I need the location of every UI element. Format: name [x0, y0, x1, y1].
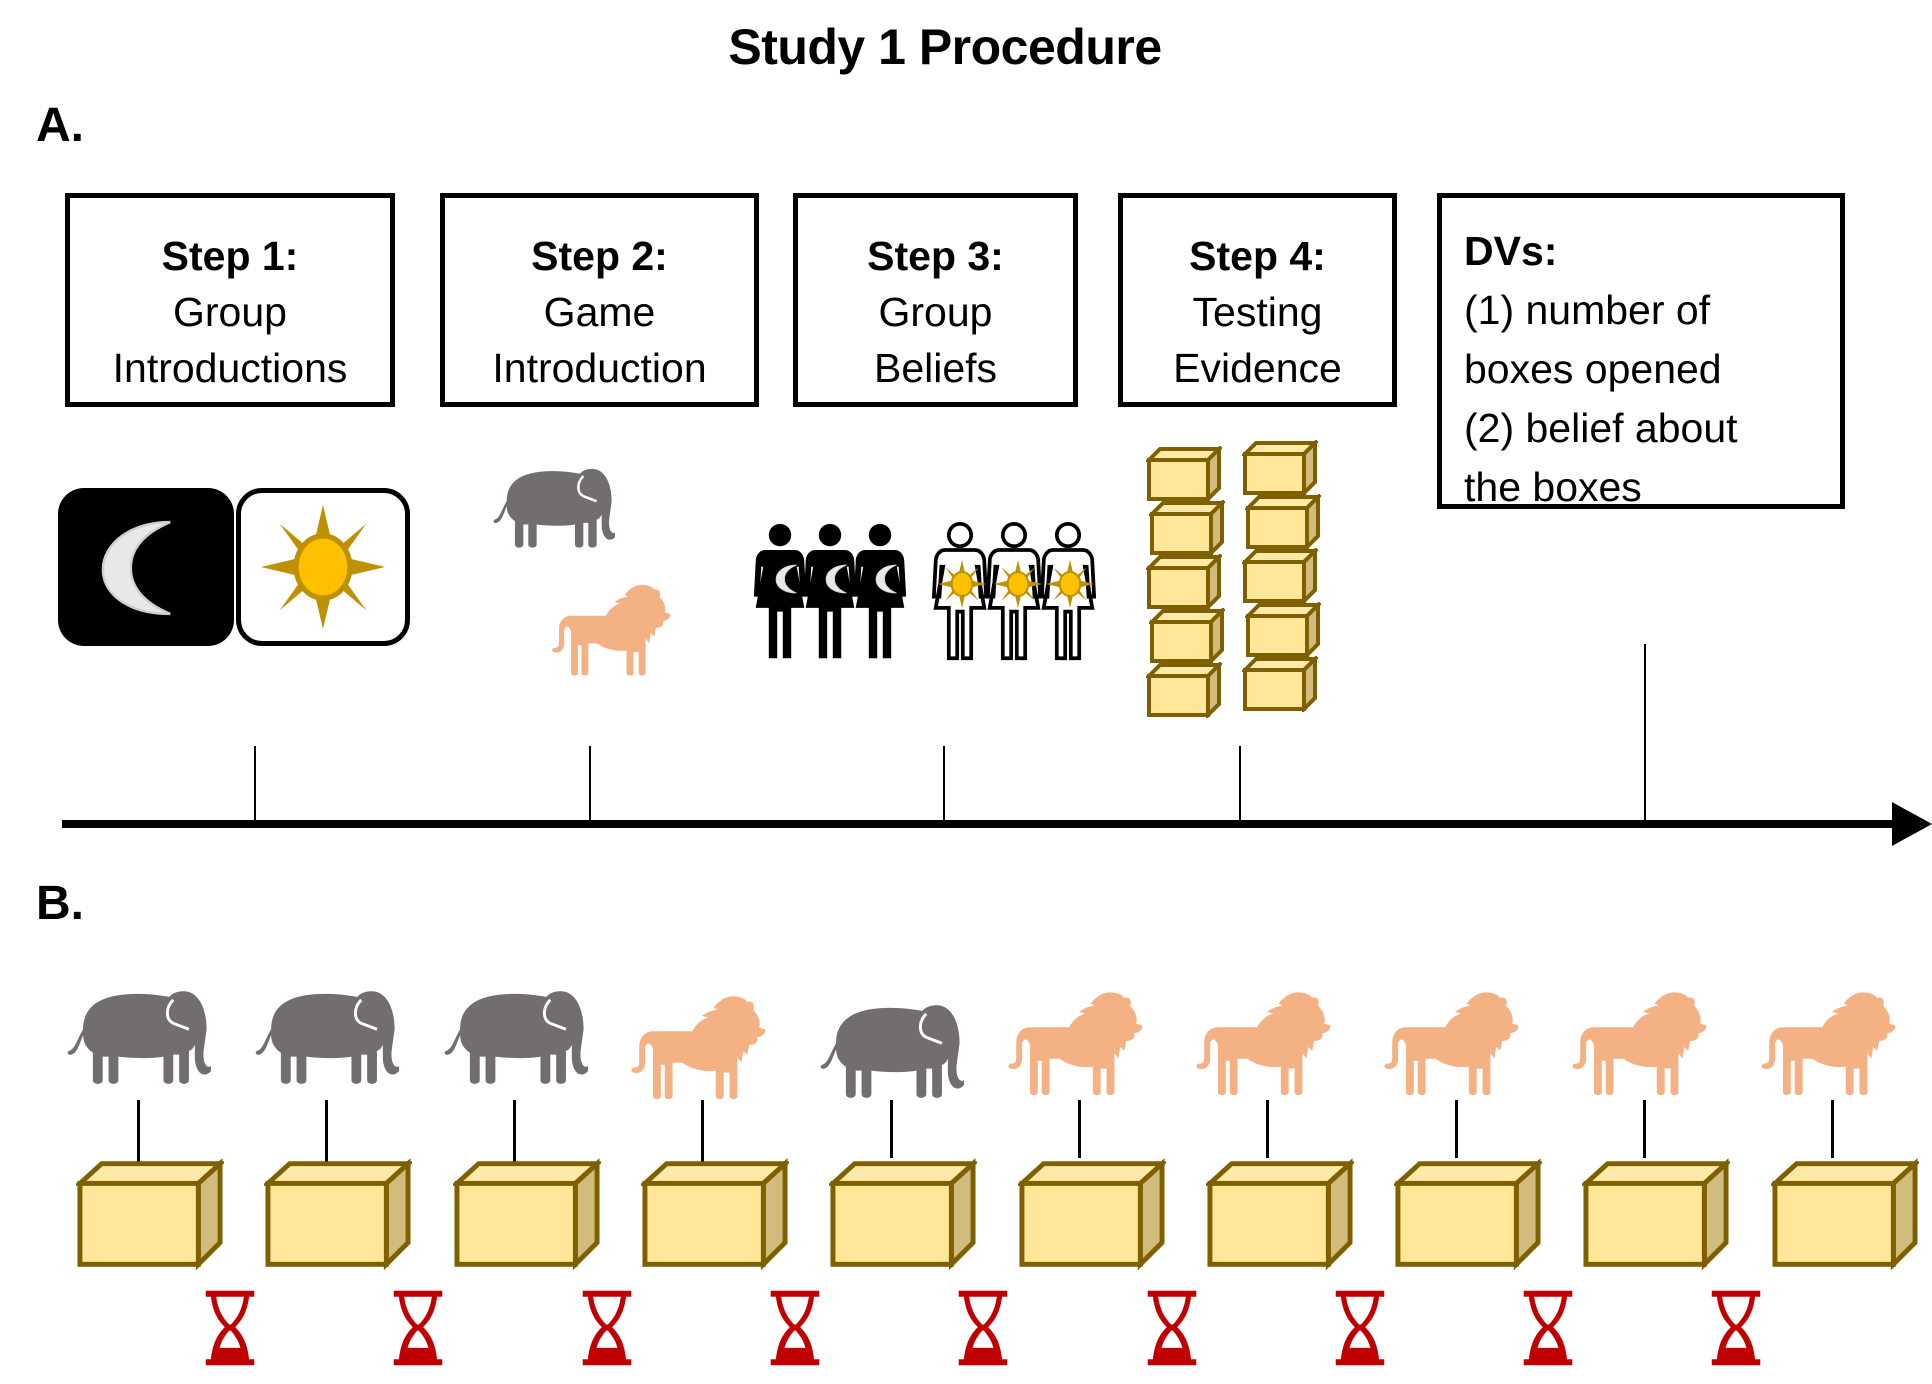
- hourglass-icon: [1712, 1290, 1761, 1366]
- step-3-box: Step 3: Group Beliefs: [793, 193, 1078, 407]
- step-3-heading: Step 3:: [867, 233, 1004, 279]
- connector-line: [1266, 1100, 1270, 1158]
- figure-title: Study 1 Procedure: [728, 19, 1162, 75]
- step-4-line-1: Testing: [1192, 289, 1323, 335]
- step-2-box: Step 2: Game Introduction: [440, 193, 759, 407]
- connector-line: [1642, 1100, 1646, 1158]
- box-icon: [264, 1158, 412, 1270]
- box-icon: [1018, 1158, 1166, 1270]
- step-3-line-2: Beliefs: [873, 345, 998, 391]
- lion-icon: [1008, 992, 1142, 1096]
- hourglass-icon: [770, 1290, 820, 1366]
- elephant-icon: [442, 990, 588, 1086]
- elephant-icon: [254, 990, 400, 1086]
- connector-line: [136, 1100, 140, 1162]
- step-2-heading: Step 2:: [531, 233, 668, 279]
- box-icon: [453, 1158, 601, 1270]
- moon-group-badge: [58, 488, 234, 646]
- timeline: [62, 644, 1932, 846]
- step-4-line-2: Evidence: [1173, 345, 1342, 391]
- dvs-heading: DVs:: [1464, 228, 1558, 274]
- dv-line-2: boxes opened: [1464, 346, 1722, 392]
- connector-line: [1454, 1100, 1458, 1158]
- lion-icon: [631, 996, 766, 1100]
- lion-icon: [1384, 992, 1519, 1096]
- elephant-icon: [819, 1004, 965, 1100]
- connector-line: [701, 1100, 705, 1162]
- connector-line: [889, 1100, 893, 1158]
- dvs-box: DVs: (1) number of boxes opened (2) beli…: [1437, 193, 1845, 510]
- dv-line-4: the boxes: [1464, 464, 1642, 510]
- step-1-line-1: Group: [173, 289, 287, 335]
- connector-line: [324, 1100, 328, 1162]
- lion-icon: [1572, 992, 1707, 1096]
- step-2-line-2: Introduction: [492, 345, 707, 391]
- hourglass-icon: [958, 1290, 1008, 1366]
- elephant-icon: [66, 990, 211, 1086]
- connector-line: [513, 1100, 517, 1162]
- hourglass-icon: [394, 1290, 443, 1366]
- box-icon: [829, 1158, 977, 1270]
- hourglass-icon: [1523, 1290, 1573, 1366]
- step-3-line-1: Group: [878, 289, 993, 335]
- step-1-line-2: Introductions: [112, 345, 348, 391]
- step-4-heading: Step 4:: [1189, 233, 1326, 279]
- box-icon: [1206, 1158, 1354, 1270]
- lion-icon: [1196, 992, 1331, 1096]
- box-icon: [76, 1158, 224, 1270]
- box-icon: [1582, 1158, 1730, 1270]
- box-icon: [1771, 1158, 1919, 1270]
- dv-line-3: (2) belief about: [1464, 405, 1738, 451]
- hourglass-icon: [1147, 1290, 1196, 1366]
- panel-a-label: A.: [36, 99, 84, 152]
- hourglass-icon: [1335, 1290, 1385, 1366]
- dv-line-1: (1) number of: [1464, 287, 1711, 333]
- step-1-box: Step 1: Group Introductions: [65, 193, 395, 407]
- connector-line: [1078, 1100, 1081, 1158]
- timeline-arrowhead: [1892, 802, 1932, 846]
- step-2-line-1: Game: [543, 289, 656, 335]
- box-icon: [641, 1158, 789, 1270]
- hourglass-icon: [582, 1290, 631, 1366]
- connector-line: [1831, 1100, 1835, 1158]
- box-icon: [1394, 1158, 1542, 1270]
- panel-b-label: B.: [36, 877, 84, 930]
- step-1-heading: Step 1:: [161, 233, 299, 279]
- sun-group-badge: [236, 488, 410, 646]
- step-4-box: Step 4: Testing Evidence: [1118, 193, 1397, 407]
- hourglass-icon: [205, 1290, 255, 1366]
- lion-icon: [1761, 992, 1895, 1096]
